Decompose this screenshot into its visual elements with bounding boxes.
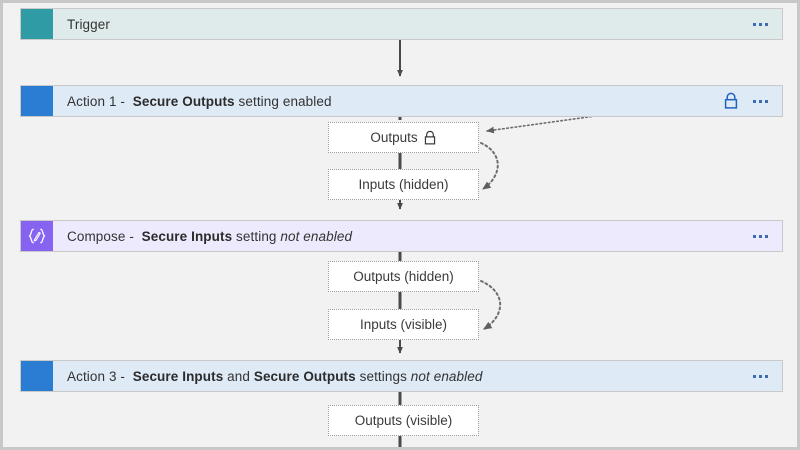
data-box-outputs-hidden: Outputs (hidden) [328,261,479,292]
action-square-icon [21,361,53,391]
data-box-inputs-hidden-label: Inputs (hidden) [358,177,449,192]
data-box-outputs-visible: Outputs (visible) [328,405,479,436]
data-box-outputs-secured-label: Outputs [370,130,418,145]
compose-braces-icon [21,221,53,251]
compose-node-body: Compose - Secure Inputs setting not enab… [53,221,745,251]
action-3-more-options-icon[interactable] [745,374,782,378]
data-box-outputs-visible-label: Outputs (visible) [354,413,453,428]
secure-outputs-lock-icon[interactable] [717,92,745,110]
trigger-more-options-icon[interactable] [745,22,782,26]
lock-icon [424,130,435,144]
action-3-node-label: Action 3 - Secure Inputs and Secure Outp… [67,368,483,384]
action-1-node-label: Action 1 - Secure Outputs setting enable… [67,93,332,109]
compose-node-label: Compose - Secure Inputs setting not enab… [67,228,353,244]
trigger-node-label: Trigger [67,16,110,32]
workflow-node-trigger[interactable]: Trigger [20,8,783,40]
workflow-node-action-1[interactable]: Action 1 - Secure Outputs setting enable… [20,85,783,117]
trigger-square-icon [21,9,53,39]
workflow-node-action-3[interactable]: Action 3 - Secure Inputs and Secure Outp… [20,360,783,392]
action-3-node-body: Action 3 - Secure Inputs and Secure Outp… [53,361,745,391]
dotted-arrow-outputs-to-inputs-hidden [480,142,499,190]
workflow-node-compose[interactable]: Compose - Secure Inputs setting not enab… [20,220,783,252]
data-box-inputs-visible: Inputs (visible) [328,309,479,340]
compose-more-options-icon[interactable] [745,234,782,238]
data-box-outputs-hidden-label: Outputs (hidden) [353,269,454,284]
dotted-arrow-outputs-hidden-to-inputs-visible [480,280,502,330]
data-box-inputs-hidden: Inputs (hidden) [328,169,479,200]
trigger-node-body: Trigger [53,9,745,39]
action-square-icon [21,86,53,116]
action-1-more-options-icon[interactable] [745,99,782,103]
action-1-node-body: Action 1 - Secure Outputs setting enable… [53,86,717,116]
data-box-inputs-visible-label: Inputs (visible) [359,317,448,332]
data-box-outputs-secured: Outputs [328,122,479,153]
